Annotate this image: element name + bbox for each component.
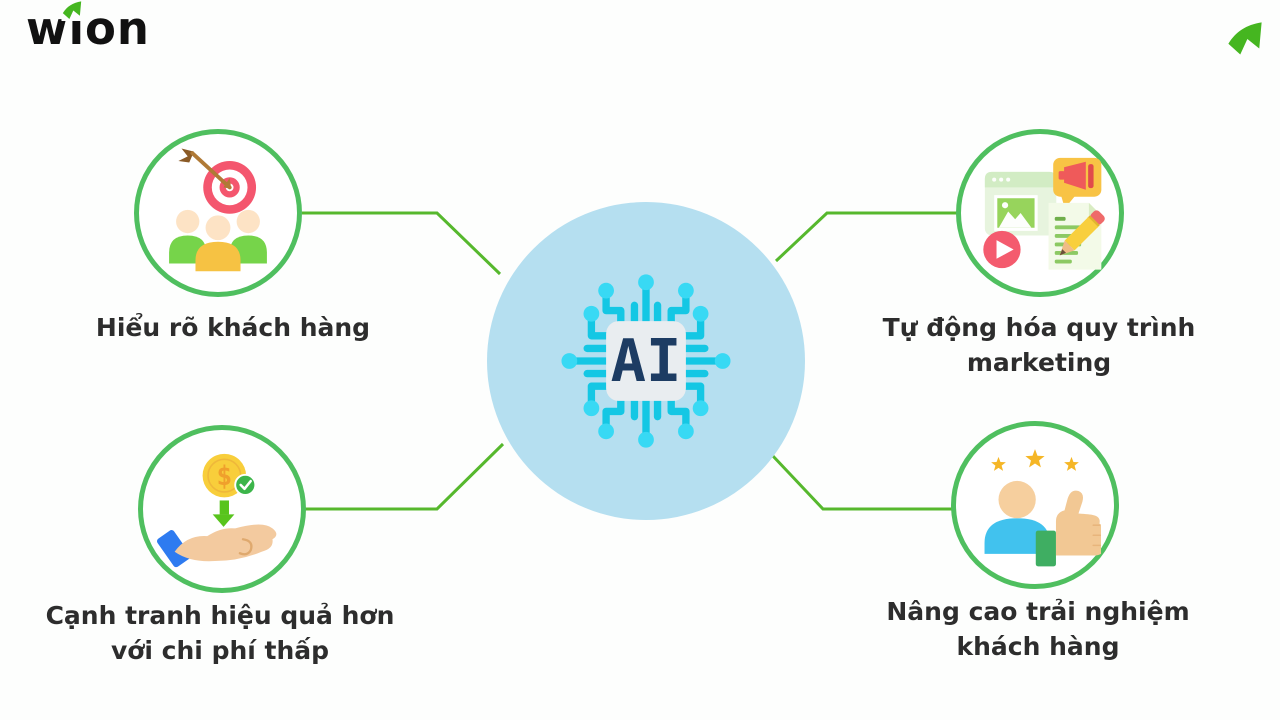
ai-hub-circle: AI: [487, 202, 805, 520]
dollar-sign: $: [216, 461, 232, 492]
ai-chip-label: AI: [611, 326, 682, 395]
label-understand-customers: Hiểu rõ khách hàng: [95, 313, 371, 342]
thumbs-up-rating-icon: [984, 449, 1101, 567]
connector-top-right: [774, 211, 958, 263]
ai-chip-icon: AI: [561, 274, 731, 448]
content-marketing-icon: [983, 157, 1105, 270]
connector-top-left: [302, 211, 502, 276]
node-customer-experience: [951, 421, 1119, 589]
label-marketing-automation: Tự động hóa quy trình marketing: [882, 313, 1196, 377]
node-low-cost-competition: $: [138, 425, 306, 593]
brand-logo: wion: [26, 0, 150, 55]
node-understand-customers: [134, 129, 302, 297]
connector-bottom-right: [770, 453, 953, 511]
node-marketing-automation: [956, 129, 1124, 297]
connector-bottom-left: [303, 442, 505, 511]
coin-in-hand-icon: $: [157, 453, 277, 568]
logo-swoosh-arrow-icon: [61, 0, 83, 21]
target-audience-icon: [169, 148, 267, 272]
brand-logo-text: wion: [26, 2, 150, 55]
label-low-cost-competition: Cạnh tranh hiệu quả hơn với chi phí thấp: [45, 601, 395, 665]
label-customer-experience: Nâng cao trải nghiệm khách hàng: [886, 597, 1190, 661]
corner-arrow-icon: [1228, 22, 1262, 55]
